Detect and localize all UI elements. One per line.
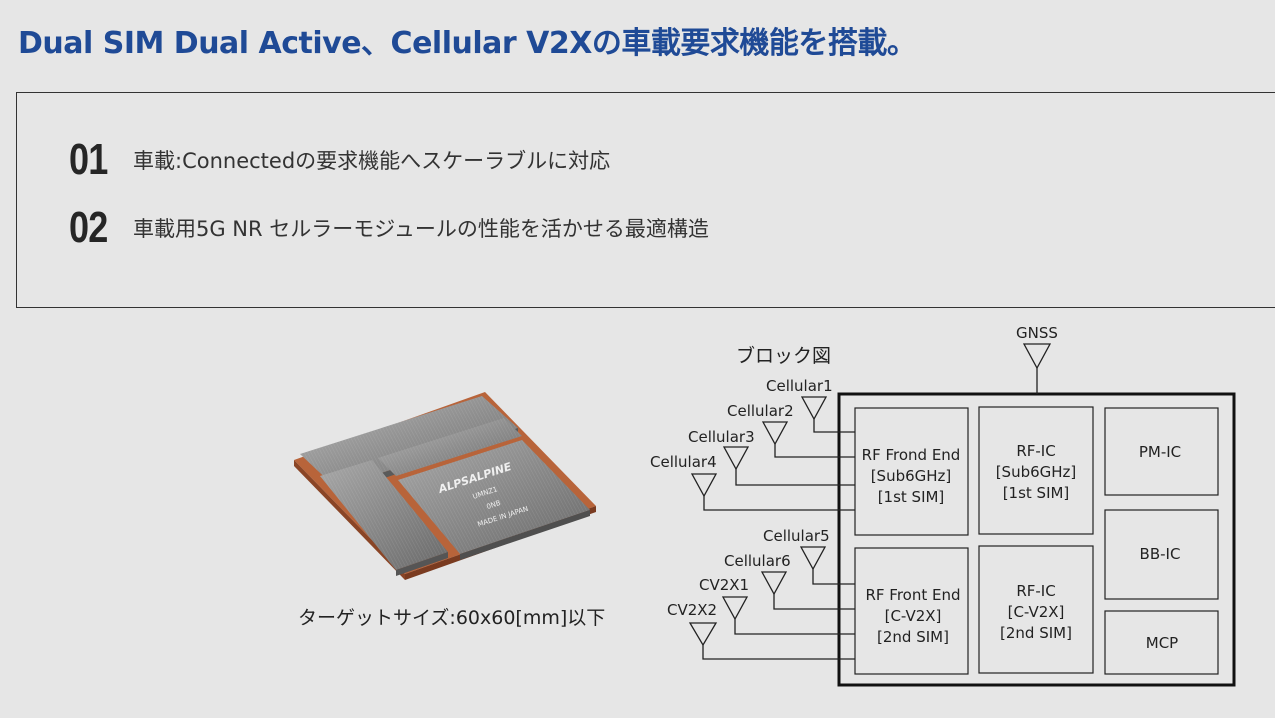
cv2x1-antenna-icon bbox=[721, 596, 749, 621]
cellular5-antenna-icon bbox=[799, 546, 827, 571]
block-label: [C-V2X] bbox=[1008, 603, 1065, 621]
cellular1-antenna-icon bbox=[800, 396, 828, 421]
block-label: RF-IC bbox=[1016, 442, 1055, 460]
mcp-block bbox=[1104, 610, 1219, 675]
cellular6-antenna-icon bbox=[760, 571, 788, 596]
feature-number: 01 bbox=[69, 135, 108, 184]
antenna-label: CV2X2 bbox=[667, 601, 717, 619]
rf-ic-1-block bbox=[978, 406, 1094, 535]
feature-item-2: 02 車載用5G NR セルラーモジュールの性能を活かせる最適構造 bbox=[69, 203, 709, 253]
feature-box: 01 車載:Connectedの要求機能へスケーラブルに対応 02 車載用5G … bbox=[16, 92, 1275, 308]
block-label: PM-IC bbox=[1139, 443, 1181, 461]
diagram-title: ブロック図 bbox=[736, 344, 831, 367]
block-label: BB-IC bbox=[1140, 545, 1181, 563]
cellular4-antenna-icon bbox=[690, 473, 718, 498]
rf-ic-2-block bbox=[978, 545, 1094, 674]
cellular3-antenna-icon bbox=[722, 446, 750, 471]
block-label: MCP bbox=[1146, 634, 1178, 652]
cellular2-antenna-icon bbox=[761, 421, 789, 446]
antenna-label: Cellular2 bbox=[727, 402, 794, 420]
block-label: [Sub6GHz] bbox=[871, 467, 952, 485]
block-label: RF Frond End bbox=[862, 446, 961, 464]
page-headline: Dual SIM Dual Active、Cellular V2Xの車載要求機能… bbox=[18, 26, 917, 61]
cv2x2-antenna-icon bbox=[688, 622, 718, 647]
pm-ic-block bbox=[1104, 407, 1219, 496]
block-label: RF-IC bbox=[1016, 582, 1055, 600]
antenna-label: Cellular6 bbox=[724, 552, 791, 570]
antenna-label: Cellular3 bbox=[688, 428, 755, 446]
antenna-label: Cellular1 bbox=[766, 377, 833, 395]
rf-front-end-1-block bbox=[854, 407, 969, 536]
antenna-label: Cellular4 bbox=[650, 453, 717, 471]
antenna-label: GNSS bbox=[1016, 324, 1058, 342]
block-label: [2nd SIM] bbox=[1000, 624, 1072, 642]
block-diagram: ブロック図 RF Frond End [Sub6GHz] [1st SIM] R… bbox=[650, 324, 1236, 687]
block-label: [C-V2X] bbox=[885, 607, 942, 625]
gnss-antenna-icon bbox=[1022, 343, 1052, 370]
feature-item-1: 01 車載:Connectedの要求機能へスケーラブルに対応 bbox=[69, 135, 610, 185]
antenna-label: Cellular5 bbox=[763, 527, 830, 545]
rf-front-end-2-block bbox=[854, 547, 969, 675]
block-label: [1st SIM] bbox=[878, 488, 945, 506]
feature-text: 車載:Connectedの要求機能へスケーラブルに対応 bbox=[133, 149, 611, 173]
block-label: [1st SIM] bbox=[1003, 484, 1070, 502]
antenna-label: CV2X1 bbox=[699, 576, 749, 594]
block-label: [Sub6GHz] bbox=[996, 463, 1077, 481]
feature-number: 02 bbox=[69, 203, 108, 252]
bb-ic-block bbox=[1104, 509, 1219, 600]
module-caption: ターゲットサイズ:60x60[mm]以下 bbox=[298, 607, 606, 629]
block-label: [2nd SIM] bbox=[877, 628, 949, 646]
block-label: RF Front End bbox=[865, 586, 960, 604]
module-image: ALPSALPINE UMNZ1 0NB MADE IN JAPAN bbox=[294, 392, 596, 580]
feature-text: 車載用5G NR セルラーモジュールの性能を活かせる最適構造 bbox=[133, 217, 709, 241]
